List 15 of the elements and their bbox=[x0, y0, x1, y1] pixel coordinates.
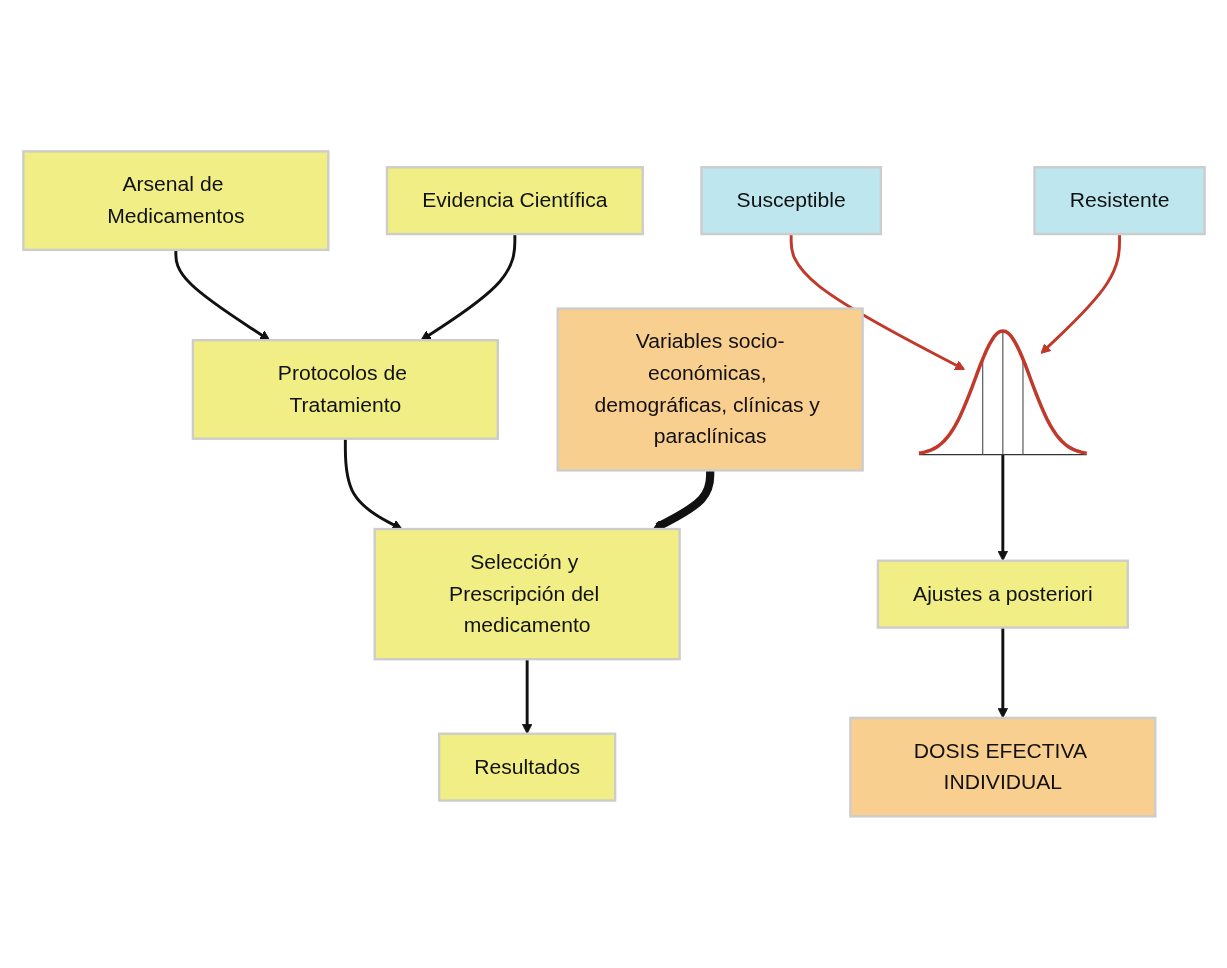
node-box: Evidencia Científica bbox=[385, 166, 644, 236]
arrow bbox=[789, 234, 965, 371]
node-box: Ajustes a posteriori bbox=[876, 559, 1129, 629]
arrow bbox=[1040, 234, 1121, 355]
node-box: Resistente bbox=[1032, 166, 1206, 236]
node-box: Variables socio-económicas, demográficas, clínicas y paraclínicas bbox=[556, 307, 864, 472]
arrow bbox=[343, 438, 402, 530]
node-box: Arsenal de Medicamentos bbox=[21, 150, 329, 252]
node-box: Resultados bbox=[437, 732, 616, 802]
node-box: DOSIS EFECTIVA INDIVIDUAL bbox=[848, 716, 1156, 818]
arrow bbox=[173, 250, 270, 341]
node-box: Selección y Prescripción del medicamento bbox=[373, 527, 681, 661]
node-box: Protocolos de Tratamiento bbox=[191, 339, 499, 440]
node-box: Susceptible bbox=[699, 166, 882, 236]
arrow bbox=[420, 234, 516, 341]
